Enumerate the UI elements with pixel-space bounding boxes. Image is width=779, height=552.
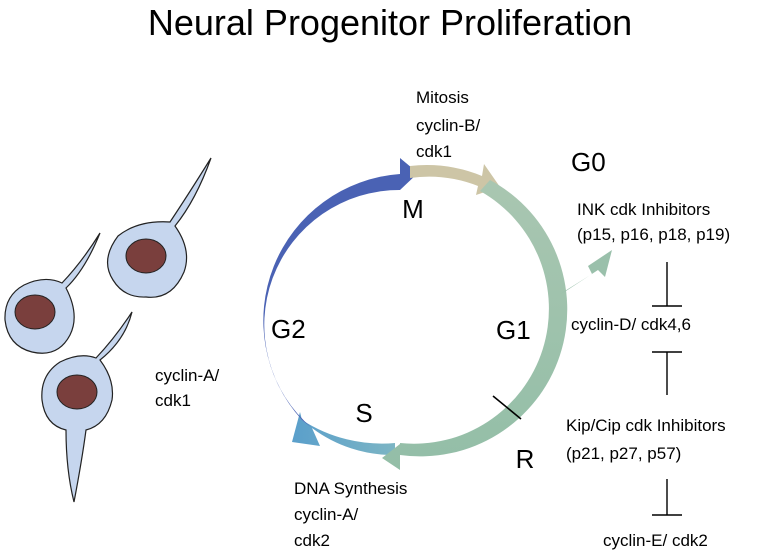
g1-phase-arrow [382,180,568,470]
progenitor-cells [4,157,212,503]
cell-body [4,232,101,354]
phase-m-label: M [402,194,424,224]
s-annotation: DNA Synthesis cyclin-A/ cdk2 [294,479,407,550]
phase-g1-label: G1 [496,315,531,345]
g2-annotation: cyclin-A/ cdk1 [155,366,220,410]
phase-g2-label: G2 [271,314,306,344]
g2-phase-arrow [263,158,418,428]
kip-cip-inhibitors-members: (p21, p27, p57) [566,444,681,463]
g2-label-line: cdk1 [155,391,191,410]
nucleus [14,294,56,330]
phase-s-label: S [355,398,372,428]
nucleus [56,374,98,410]
mitosis-label-line: cyclin-B/ [416,116,481,135]
cell-top-right [107,157,212,298]
nucleus [125,238,167,274]
cell-cycle-ring [263,158,612,470]
mitosis-label-line: Mitosis [416,88,469,107]
regulator-cascade: INK cdk Inhibitors (p15, p16, p18, p19) … [566,200,730,550]
kip-cip-inhibitors-label: Kip/Cip cdk Inhibitors [566,416,726,435]
mitosis-annotation: Mitosis cyclin-B/ cdk1 [416,88,481,161]
s-phase-arrow [292,412,395,456]
cell-body [107,157,212,298]
inhibition-symbol [652,479,682,516]
phase-g0-label: G0 [571,147,606,177]
cyclin-d-label: cyclin-D/ cdk4,6 [571,315,691,334]
mitosis-arrow [410,164,500,195]
inhibition-symbol [652,351,682,395]
s-label-line: cdk2 [294,531,330,550]
inhibition-symbol [652,262,682,307]
s-label-line: DNA Synthesis [294,479,407,498]
s-label-line: cyclin-A/ [294,505,359,524]
g0-exit-arrow [560,250,612,294]
cell-bottom [41,311,133,503]
ink-inhibitors-label: INK cdk Inhibitors [577,200,710,219]
restriction-point-marker [492,395,522,420]
cyclin-e-label: cyclin-E/ cdk2 [603,531,708,550]
ink-inhibitors-members: (p15, p16, p18, p19) [577,225,730,244]
restriction-point-label: R [516,444,535,474]
diagram-title: Neural Progenitor Proliferation [148,2,632,43]
mitosis-label-line: cdk1 [416,142,452,161]
g2-label-line: cyclin-A/ [155,366,220,385]
cell-top-left [4,232,101,354]
